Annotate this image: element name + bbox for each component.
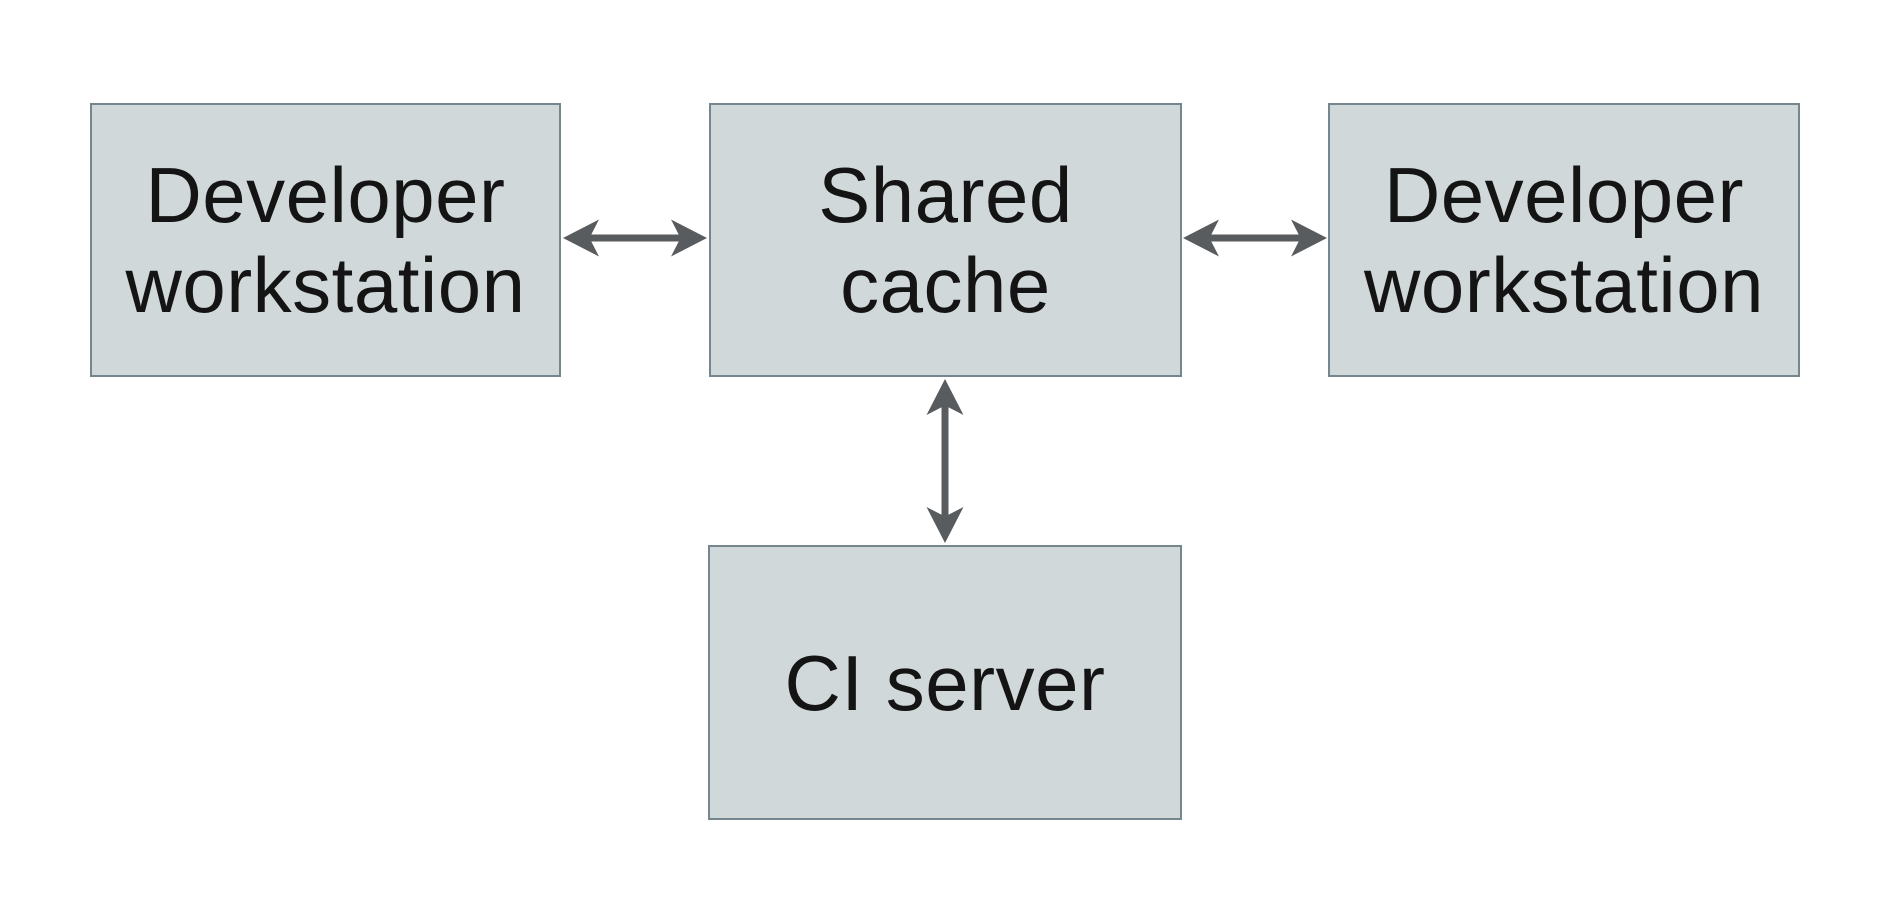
node-label-line: workstation	[125, 241, 526, 329]
node-shared-cache: Shared cache	[709, 103, 1182, 377]
node-label-line: workstation	[1364, 241, 1764, 329]
node-ci-server: CI server	[708, 545, 1182, 820]
double-arrow-left-icon	[561, 216, 709, 260]
double-arrow-right-icon	[1182, 216, 1328, 260]
node-label-line: Shared	[818, 151, 1073, 239]
node-label-line: CI server	[784, 638, 1106, 727]
double-arrow-vertical-icon	[923, 377, 967, 545]
node-developer-workstation-right: Developer workstation	[1328, 103, 1800, 377]
node-label-line: Developer	[1383, 151, 1745, 239]
node-label-line: cache	[840, 241, 1051, 329]
node-label-line: Developer	[145, 151, 506, 239]
node-developer-workstation-left: Developer workstation	[90, 103, 561, 377]
